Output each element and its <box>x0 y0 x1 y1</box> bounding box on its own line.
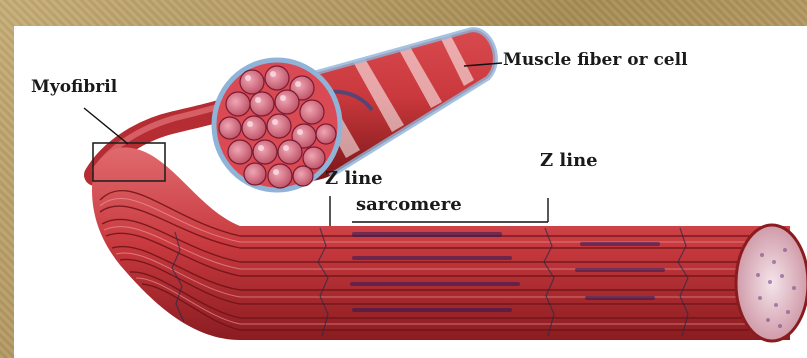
sarcomere-label: sarcomere <box>356 196 462 214</box>
muscle-fiber <box>214 30 495 190</box>
myofibril-bundle <box>92 147 807 341</box>
z-line-left-label: Z line <box>325 170 383 188</box>
myofibril-label: Myofibril <box>31 79 117 96</box>
z-line-right-label: Z line <box>540 152 598 170</box>
muscle-fiber-label: Muscle fiber or cell <box>503 52 688 69</box>
